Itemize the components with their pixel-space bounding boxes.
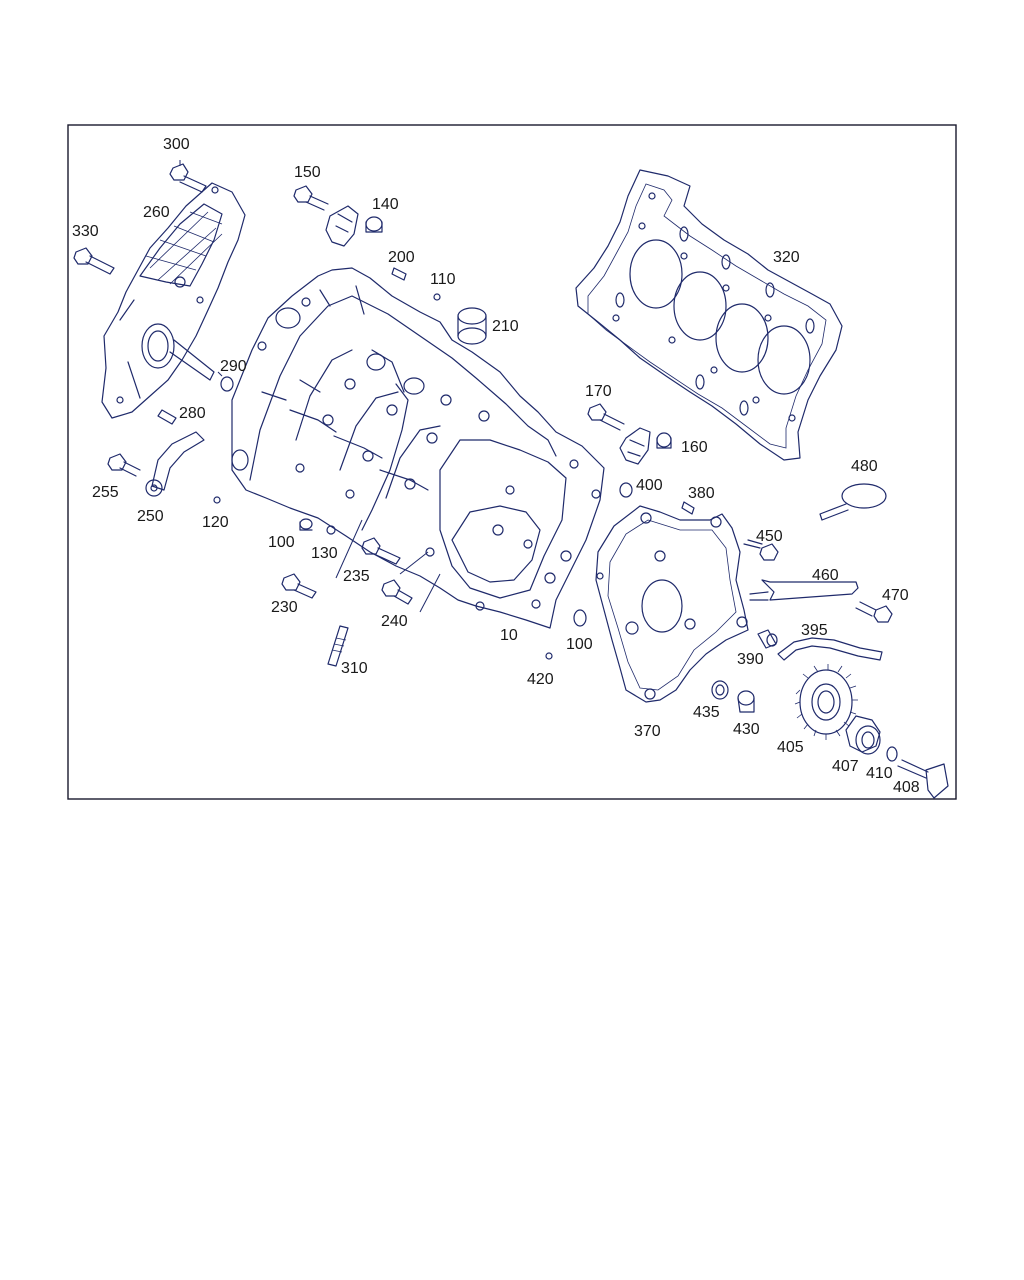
small-parts-120-100-130 — [213, 496, 336, 535]
bolt-235 — [361, 537, 401, 565]
callout-390: 390 — [737, 651, 764, 668]
callout-470: 470 — [882, 587, 909, 604]
callout-405: 405 — [777, 739, 804, 756]
bolt-255 — [107, 453, 141, 477]
callout-110: 110 — [430, 271, 456, 288]
callout-400: 400 — [636, 477, 663, 494]
bracket-160-170 — [587, 403, 672, 465]
callout-408: 408 — [893, 779, 920, 796]
stud-310 — [327, 625, 349, 667]
bolt-240 — [381, 579, 413, 605]
diagram-frame — [67, 124, 957, 800]
callout-410: 410 — [866, 765, 893, 782]
callout-430: 430 — [733, 721, 760, 738]
washer-410 — [886, 746, 898, 762]
callout-290: 290 — [220, 358, 247, 375]
callout-480: 480 — [851, 458, 878, 475]
callout-310: 310 — [341, 660, 368, 677]
part-drawings — [73, 163, 949, 799]
callout-460: 460 — [812, 567, 839, 584]
callout-210: 210 — [492, 318, 519, 335]
callout-395: 395 — [801, 622, 828, 639]
bracket-140-150 — [293, 185, 383, 247]
rear-cover-part — [595, 505, 749, 703]
small-parts-400-380-100-420 — [545, 482, 695, 660]
callout-140: 140 — [372, 196, 399, 213]
callout-235: 235 — [343, 568, 370, 585]
callout-420: 420 — [527, 671, 554, 688]
callout-100-lower: 100 — [566, 636, 593, 653]
pipe-395 — [777, 637, 883, 661]
fitting-390 — [757, 629, 778, 649]
callout-200: 200 — [388, 249, 415, 266]
callout-120: 120 — [202, 514, 229, 531]
leader-lines — [179, 160, 441, 613]
callout-250: 250 — [137, 508, 164, 525]
callout-230: 230 — [271, 599, 298, 616]
plug-430 — [737, 690, 755, 713]
callout-320: 320 — [773, 249, 800, 266]
callout-407: 407 — [832, 758, 859, 775]
head-gasket-part — [575, 169, 843, 461]
callout-255: 255 — [92, 484, 119, 501]
callout-130: 130 — [311, 545, 338, 562]
bolt-470 — [855, 601, 893, 623]
bolt-330 — [73, 247, 115, 275]
bracket-250 — [145, 431, 205, 497]
bolt-230 — [281, 573, 317, 599]
cable-tie-480 — [819, 483, 887, 521]
front-cover-part — [101, 182, 246, 419]
bolt-450 — [743, 539, 779, 561]
small-parts-200-110-210 — [391, 267, 487, 345]
bolt-408 — [897, 759, 949, 799]
callout-240: 240 — [381, 613, 408, 630]
callout-330: 330 — [72, 223, 99, 240]
small-parts-290-280 — [157, 376, 234, 425]
washer-435 — [711, 680, 729, 700]
callout-260: 260 — [143, 204, 170, 221]
hub-407 — [845, 715, 881, 755]
callout-380: 380 — [688, 485, 715, 502]
callout-100-upper: 100 — [268, 534, 295, 551]
callout-10: 10 — [500, 627, 518, 644]
callout-160: 160 — [681, 439, 708, 456]
callout-170: 170 — [585, 383, 612, 400]
gear-405 — [794, 664, 858, 740]
callout-370: 370 — [634, 723, 661, 740]
callout-labels: 300 150 140 260 330 200 110 210 320 290 … — [72, 136, 920, 796]
callout-435: 435 — [693, 704, 720, 721]
callout-300: 300 — [163, 136, 190, 153]
callout-280: 280 — [179, 405, 206, 422]
bracket-460 — [749, 579, 859, 601]
engine-block-part — [231, 267, 605, 629]
callout-450: 450 — [756, 528, 783, 545]
bolt-300 — [169, 163, 207, 193]
callout-150: 150 — [294, 164, 321, 181]
